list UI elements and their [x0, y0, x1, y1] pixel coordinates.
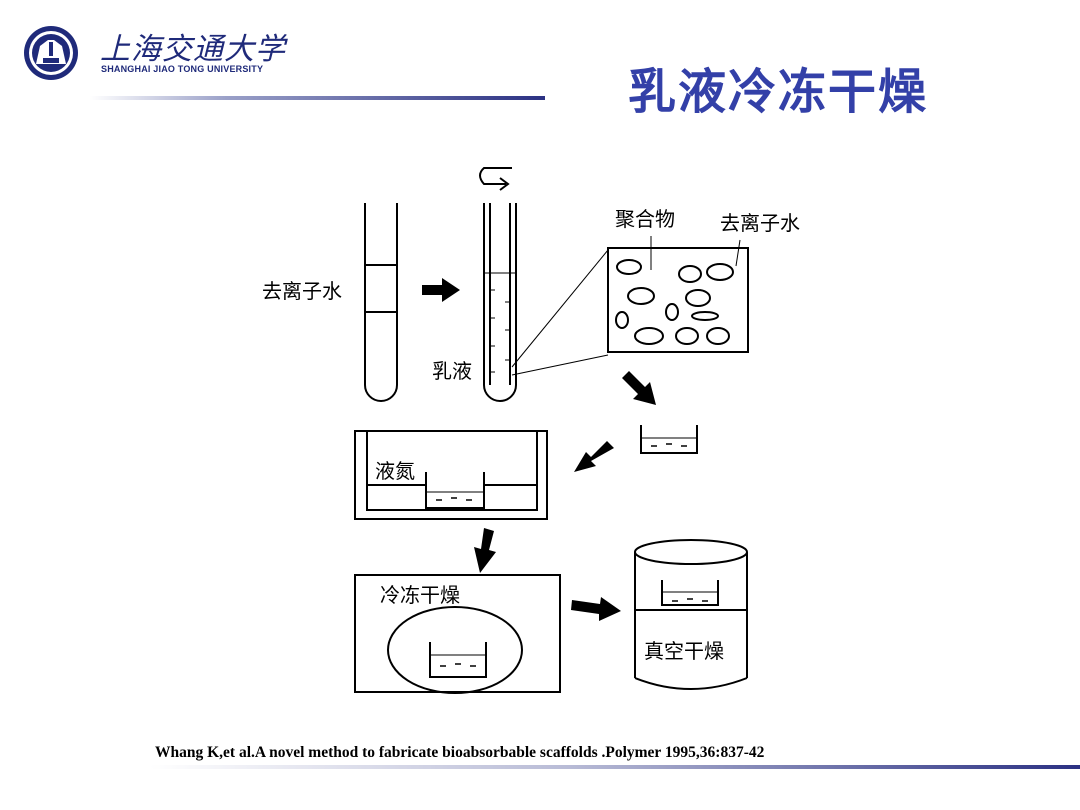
test-tube-emulsion [483, 203, 517, 402]
university-name-cn: 上海交通大学 [100, 32, 286, 67]
label-deionized-water-inset: 去离子水 [720, 211, 800, 235]
university-seal-icon [24, 26, 78, 80]
rotate-arrow-icon [479, 167, 512, 191]
citation: Whang K,et al.A novel method to fabricat… [155, 744, 765, 761]
down-arrow-icon [474, 528, 496, 573]
emulsion-magnified-inset [607, 236, 749, 353]
label-polymer: 聚合物 [615, 207, 675, 231]
university-name-en: SHANGHAI JIAO TONG UNIVERSITY [101, 64, 264, 74]
label-emulsion: 乳液 [432, 359, 472, 383]
header-divider [90, 96, 545, 100]
right-arrow-icon [422, 278, 460, 302]
label-deionized-water-tube: 去离子水 [262, 279, 342, 303]
down-left-arrow-icon [574, 441, 614, 472]
vacuum-drying-vessel [634, 539, 748, 690]
footer-divider [150, 765, 1080, 769]
test-tube-two-phase [364, 203, 398, 402]
label-liquid-nitrogen: 液氮 [375, 459, 415, 483]
right-arrow-icon [571, 597, 621, 621]
liquid-nitrogen-bath [354, 430, 548, 520]
zoom-line-top [511, 249, 609, 368]
label-freeze-dry: 冷冻干燥 [380, 583, 460, 607]
freeze-dry-chamber [354, 574, 561, 694]
slide-title: 乳液冷冻干燥 [628, 64, 929, 120]
down-right-arrow-icon [622, 371, 656, 405]
zoom-line-bottom [511, 354, 609, 376]
small-dish [640, 425, 698, 454]
label-vacuum-drying: 真空干燥 [644, 639, 724, 663]
